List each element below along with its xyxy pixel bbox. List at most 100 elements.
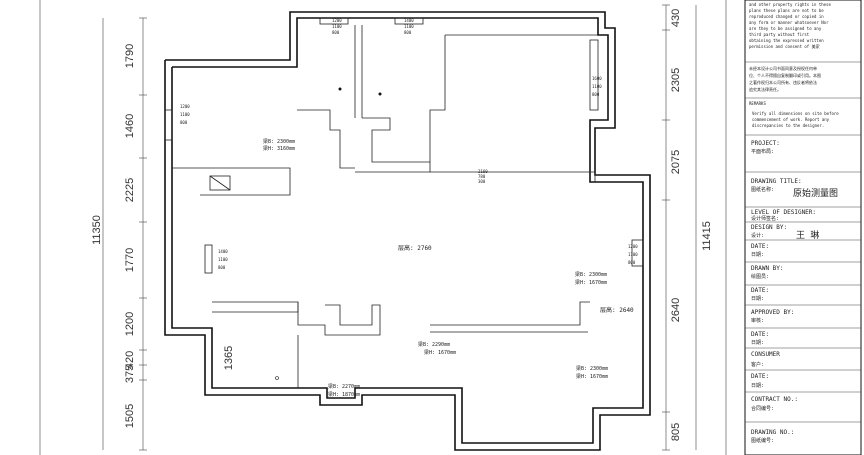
project-value: 平面布局:: [751, 148, 774, 155]
svg-text:梁B: 2270mm: 梁B: 2270mm: [328, 383, 360, 390]
svg-text:discrepancies to the designer.: discrepancies to the designer.: [752, 123, 824, 128]
svg-text:梁H: 1670mm: 梁H: 1670mm: [424, 349, 456, 356]
design-value: 设计:: [751, 232, 764, 239]
contract-value: 合同编号:: [751, 405, 774, 412]
svg-text:800: 800: [332, 30, 340, 35]
dim-left-8: 1505: [124, 404, 136, 428]
living-height-label: 层高: 2760: [398, 244, 432, 252]
dim-left-5: 1200: [124, 312, 136, 336]
date1-value: 日期:: [751, 252, 764, 258]
svg-text:800: 800: [628, 260, 636, 265]
window-3: [589, 39, 599, 111]
marker-dot-2: [378, 92, 382, 96]
svg-text:梁B: 2300mm: 梁B: 2300mm: [575, 271, 607, 278]
cdate-label: DATE:: [751, 373, 769, 380]
svg-text:位、个人不得擅自复制翻印或引用。本图: 位、个人不得擅自复制翻印或引用。本图: [749, 72, 821, 78]
cdate-value: 日期:: [751, 383, 764, 389]
svg-text:commencement of work. Report a: commencement of work. Report any: [752, 117, 830, 122]
svg-text:third party without first: third party without first: [749, 32, 810, 37]
svg-text:REMARKS: REMARKS: [749, 101, 766, 106]
svg-text:1200: 1200: [332, 18, 342, 23]
level-label: LEVEL OF DESIGNER:: [751, 209, 816, 216]
svg-text:Verify all dimensions on site: Verify all dimensions on site before: [752, 111, 839, 116]
dim-left-6: 420: [124, 351, 136, 369]
title-block: and other property rights in these plans…: [744, 0, 862, 455]
date3-label: DATE:: [751, 331, 769, 338]
drawing-no-value: 图纸编号:: [751, 437, 774, 444]
approved-label: APPROVED BY:: [751, 309, 794, 316]
svg-text:之著作权归本公司所有、违反者将依法: 之著作权归本公司所有、违反者将依法: [749, 79, 817, 85]
dim-left-total: 11350: [91, 215, 103, 245]
designer-name: 王 琳: [796, 229, 819, 241]
svg-text:梁H: 1870mm: 梁H: 1870mm: [328, 391, 360, 398]
kitchen-height-label: 层高: 2640: [600, 306, 634, 314]
outer-wall: [164, 11, 651, 451]
drawing-no-label: DRAWING NO.:: [751, 429, 794, 436]
drawn-label: DRAWN BY:: [751, 265, 784, 272]
svg-text:1100: 1100: [332, 24, 342, 29]
svg-text:1100: 1100: [180, 112, 190, 117]
partition-lower-mid: [297, 302, 381, 336]
svg-text:300: 300: [478, 179, 486, 184]
drawing-title-value: 图纸名称:: [751, 186, 774, 193]
svg-text:any form or manner whatsoever: any form or manner whatsoever Nor: [749, 20, 829, 25]
svg-text:未经本设计公司书面同意及授权任何单: 未经本设计公司书面同意及授权任何单: [749, 65, 817, 71]
svg-text:plans these plans are not to b: plans these plans are not to be: [749, 8, 824, 13]
window-1: [319, 17, 349, 25]
svg-text:2160: 2160: [478, 169, 488, 174]
consumer-value: 客户:: [751, 361, 764, 368]
svg-text:1400: 1400: [404, 18, 414, 23]
dim-right-5: 805: [670, 423, 682, 441]
partition-lower-right: [430, 301, 590, 326]
cn-notes: 未经本设计公司书面同意及授权任何单 位、个人不得擅自复制翻印或引用。本图 之著作…: [749, 65, 821, 92]
svg-text:1100: 1100: [592, 84, 602, 89]
svg-text:1600: 1600: [592, 76, 602, 81]
window-5: [204, 244, 213, 274]
dim-left-7: 375: [124, 365, 136, 383]
drawing-title-label: DRAWING TITLE:: [751, 178, 802, 185]
partition-room2: [355, 117, 431, 173]
svg-text:追究其法律责任。: 追究其法律责任。: [749, 86, 781, 92]
svg-text:800: 800: [592, 92, 600, 97]
inner-wall-line: [171, 17, 644, 444]
dim-left-1: 1790: [124, 44, 136, 68]
dim-right-total: 11415: [701, 221, 713, 251]
window-4: [164, 109, 173, 141]
marker-dot-1: [338, 87, 342, 91]
drawing-title-main: 原始测量图: [793, 187, 838, 199]
level-value: 设计师签名:: [751, 215, 779, 222]
svg-text:reproduced changed or copied i: reproduced changed or copied in: [749, 14, 824, 19]
dim-right-4: 2640: [670, 298, 682, 322]
window-2: [394, 17, 424, 25]
partition-top-left: [172, 167, 291, 196]
partition-room3: [429, 35, 446, 162]
svg-text:1200: 1200: [180, 104, 190, 109]
left-dimension-chain: 1790 1460 2225 1770 1200 420 375 1505 11…: [91, 17, 235, 451]
svg-text:1200: 1200: [628, 244, 638, 249]
window-6: [631, 239, 644, 267]
contract-label: CONTRACT NO.:: [751, 396, 798, 403]
svg-text:800: 800: [404, 30, 412, 35]
svg-text:1400: 1400: [218, 249, 228, 254]
svg-text:梁B: 2290mm: 梁B: 2290mm: [418, 341, 450, 348]
dim-left-4: 1770: [124, 248, 136, 272]
window-markers: [164, 17, 644, 274]
dim-left-3: 2225: [124, 178, 136, 202]
svg-text:permission and consent of 美家: permission and consent of 美家: [749, 43, 820, 49]
approved-value: 审核:: [751, 317, 764, 324]
svg-text:800: 800: [180, 120, 188, 125]
window-tags: 1200 1100 800 1400 1100 800 1600 1100 80…: [180, 18, 638, 270]
design-label: DESIGN BY:: [751, 224, 787, 231]
date2-label: DATE:: [751, 287, 769, 294]
date3-value: 日期:: [751, 340, 764, 346]
partition-room1: [297, 109, 355, 169]
partition-living-top: [430, 171, 596, 182]
dim-right-2: 2305: [670, 68, 682, 92]
svg-text:1100: 1100: [218, 257, 228, 262]
remarks: REMARKS Verify all dimensions on site be…: [749, 101, 839, 128]
drain-marker: [275, 376, 279, 380]
svg-text:梁H: 1670mm: 梁H: 1670mm: [576, 373, 608, 380]
dim-right-1: 430: [670, 9, 682, 27]
svg-text:obtaining the expressed writte: obtaining the expressed written: [749, 38, 824, 43]
svg-text:1100: 1100: [628, 252, 638, 257]
